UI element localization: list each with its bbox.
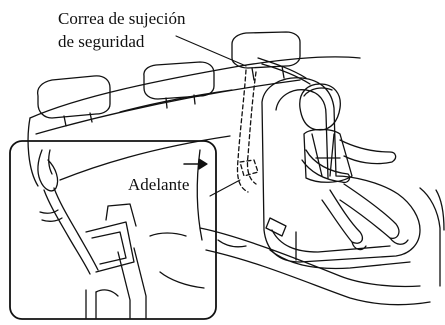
leader-line — [175, 35, 247, 67]
arrow-right-icon — [183, 158, 208, 170]
forward-label: Adelante — [128, 175, 190, 194]
headrest-middle — [143, 61, 215, 109]
child-safety-seat — [261, 77, 421, 270]
tether-strap-label-line1: Correa de sujeción — [58, 9, 186, 28]
inset-detail — [9, 140, 217, 320]
seat-cushion — [199, 187, 445, 306]
inset-connector — [209, 179, 241, 197]
headrest-left — [36, 75, 111, 127]
seat-back — [27, 56, 361, 187]
child-figure — [299, 83, 409, 251]
headrest-right — [231, 31, 301, 81]
tether-strap-label-line2: de seguridad — [58, 32, 145, 51]
tether-strap — [236, 69, 259, 193]
tether-upper-strap — [257, 57, 311, 85]
